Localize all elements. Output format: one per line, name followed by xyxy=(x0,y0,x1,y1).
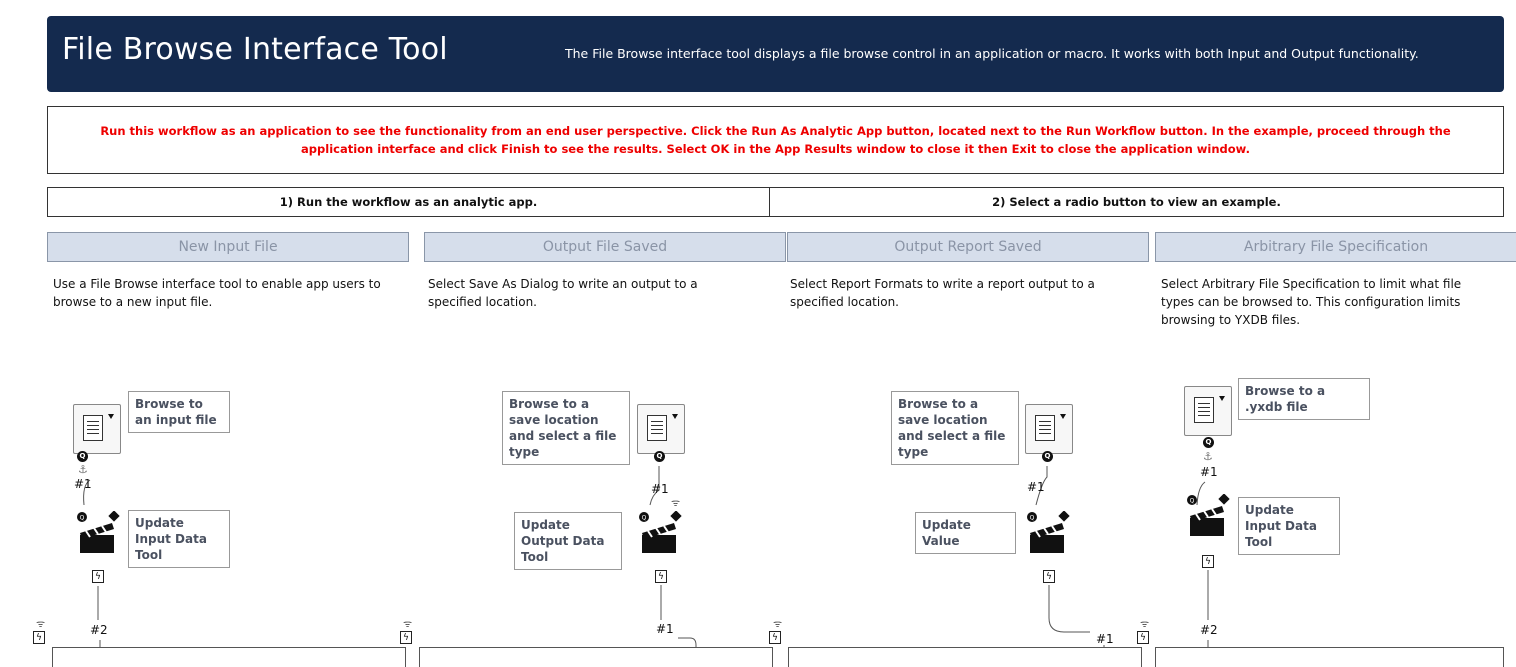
svg-text:Q: Q xyxy=(642,515,647,522)
comment-update-output: Update Output Data Tool xyxy=(514,512,622,570)
example-2-description: Select Save As Dialog to write an output… xyxy=(428,277,698,309)
chevron-down-icon xyxy=(1219,396,1225,401)
action-tool-3[interactable]: Q xyxy=(1026,510,1070,555)
example-4-description: Select Arbitrary File Specification to l… xyxy=(1161,277,1462,327)
connector-label: #1 xyxy=(1096,632,1114,646)
chevron-down-icon xyxy=(1060,414,1066,419)
comment-browse-report: Browse to a save location and select a f… xyxy=(891,391,1019,465)
file-browse-tool-4[interactable] xyxy=(1184,386,1232,436)
lightning-anchor-icon: ϟ xyxy=(1043,570,1055,583)
file-browse-icon xyxy=(647,415,667,441)
comment-update-input: Update Input Data Tool xyxy=(128,510,230,568)
anchor-icon: ⚓ xyxy=(78,463,88,476)
svg-text:Q: Q xyxy=(80,515,85,522)
comment-update-value: Update Value xyxy=(915,512,1016,554)
page-title: File Browse Interface Tool xyxy=(62,32,448,67)
lightning-anchor-icon: ϟ xyxy=(1202,555,1214,568)
action-tool-4[interactable]: Q xyxy=(1186,493,1230,538)
file-browse-tool-1[interactable] xyxy=(73,404,121,454)
wireless-icon: ᯤ xyxy=(36,619,46,630)
action-clapperboard-icon: Q xyxy=(1187,493,1230,536)
wireless-icon: ᯤ xyxy=(671,498,681,509)
radio-output-file-saved[interactable]: Output File Saved xyxy=(424,232,786,262)
connector-label: #2 xyxy=(1200,623,1218,637)
header-banner xyxy=(47,16,1504,92)
chevron-down-icon xyxy=(672,414,678,419)
anchor-icon: ⚓ xyxy=(1203,450,1213,463)
radio-new-input-file[interactable]: New Input File xyxy=(47,232,409,262)
connector-label: #2 xyxy=(90,623,108,637)
file-browse-tool-3[interactable] xyxy=(1025,404,1073,454)
radio-output-report-saved[interactable]: Output Report Saved xyxy=(787,232,1149,262)
comment-update-input-2: Update Input Data Tool xyxy=(1238,497,1340,555)
connector-label: #1 xyxy=(74,477,92,491)
connector-label: #1 xyxy=(1200,465,1218,479)
lightning-anchor-icon: ϟ xyxy=(400,631,412,644)
example-3-description: Select Report Formats to write a report … xyxy=(790,277,1095,309)
action-clapperboard-icon: Q xyxy=(77,510,120,553)
action-clapperboard-icon: Q xyxy=(639,510,682,553)
wireless-icon: ᯤ xyxy=(1140,619,1150,630)
action-tool-1[interactable]: Q xyxy=(76,510,120,555)
question-anchor-icon: Q xyxy=(654,451,665,462)
comment-browse-save: Browse to a save location and select a f… xyxy=(502,391,630,465)
question-anchor-icon: Q xyxy=(77,451,88,462)
lightning-anchor-icon: ϟ xyxy=(655,570,667,583)
wireless-icon: ᯤ xyxy=(403,619,413,630)
lightning-anchor-icon: ϟ xyxy=(92,570,104,583)
instructions-comment: Run this workflow as an application to s… xyxy=(47,106,1504,174)
connector-label: #1 xyxy=(651,482,669,496)
file-browse-icon xyxy=(1194,397,1214,423)
lightning-anchor-icon: ϟ xyxy=(1137,631,1149,644)
file-browse-tool-2[interactable] xyxy=(637,404,685,454)
container-4[interactable] xyxy=(1155,647,1504,667)
step-1-label: 1) Run the workflow as an analytic app. xyxy=(47,187,770,217)
action-clapperboard-icon: Q xyxy=(1027,510,1070,553)
connector-label: #1 xyxy=(656,622,674,636)
connector-label: #1 xyxy=(1027,480,1045,494)
wireless-icon: ᯤ xyxy=(773,619,783,630)
header-description: The File Browse interface tool displays … xyxy=(565,46,1419,61)
container-2[interactable] xyxy=(419,647,773,667)
comment-browse-yxdb: Browse to a .yxdb file xyxy=(1238,378,1370,420)
question-anchor-icon: Q xyxy=(1203,437,1214,448)
lightning-anchor-icon: ϟ xyxy=(33,631,45,644)
question-anchor-icon: Q xyxy=(1042,451,1053,462)
file-browse-icon xyxy=(1035,415,1055,441)
comment-browse-input: Browse to an input file xyxy=(128,391,230,433)
action-tool-2[interactable]: Q xyxy=(638,510,682,555)
chevron-down-icon xyxy=(108,414,114,419)
container-3[interactable] xyxy=(788,647,1142,667)
example-1-description: Use a File Browse interface tool to enab… xyxy=(53,277,381,309)
svg-text:Q: Q xyxy=(1030,515,1035,522)
step-2-label: 2) Select a radio button to view an exam… xyxy=(769,187,1504,217)
container-1[interactable] xyxy=(52,647,406,667)
file-browse-icon xyxy=(83,415,103,441)
lightning-anchor-icon: ϟ xyxy=(769,631,781,644)
svg-text:Q: Q xyxy=(1190,498,1195,505)
radio-arbitrary-file-spec[interactable]: Arbitrary File Specification xyxy=(1155,232,1516,262)
